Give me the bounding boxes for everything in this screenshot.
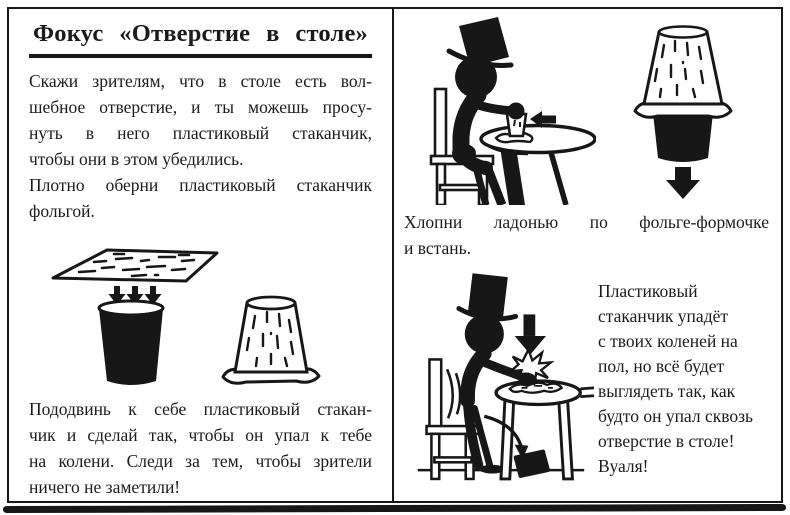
text-line: чик и сделай так, чтобы он упал к тебе [29, 424, 372, 445]
hat-brim [446, 48, 514, 68]
page-bottom-edge [2, 503, 787, 514]
intro-paragraph: Скажи зрителям, что в столе есть вол- ше… [29, 68, 372, 224]
text-line: Пододвинь к себе пластиковый стакан- [29, 398, 372, 419]
cup-falling-through-illustration [633, 25, 733, 199]
text-line: отверстие в столе! [598, 431, 735, 451]
flattened-foil [508, 381, 564, 394]
title-rule [29, 54, 372, 58]
text-line: выглядеть так, как [598, 381, 736, 401]
text-line: шебное отверстие, и ты можешь просу- [29, 96, 372, 117]
foil-sheet [51, 248, 219, 282]
left-panel: Фокус «Отверстие в столе» Скажи зрителям… [9, 9, 394, 501]
text-line: Скажи зрителям, что в столе есть вол- [29, 70, 372, 91]
seated-magician-illustration [429, 17, 596, 205]
foil-cup-shell [642, 25, 724, 106]
text-line: фольгой. [29, 200, 95, 221]
text-line: Пластиковый [598, 281, 698, 301]
step3-illustrations [404, 15, 769, 207]
text-line: будто он упал сквозь [598, 406, 754, 426]
foil-cup [221, 295, 321, 385]
text-line: с твоих коленей на [598, 331, 738, 351]
comic-frame: Фокус «Отверстие в столе» Скажи зрителям… [7, 7, 783, 503]
magician-figure [446, 17, 517, 205]
hand [507, 102, 525, 120]
step2-paragraph: Пододвинь к себе пластиковый стакан- чик… [29, 396, 372, 500]
left-arrow-icon [530, 111, 556, 128]
text-line: стаканчик упадёт [598, 306, 729, 326]
text-line: и встань. [404, 238, 472, 258]
right-panel: Хлопни ладонью по фольге-формочке и вста… [394, 9, 781, 501]
foil-cup-on-table [494, 112, 534, 144]
text-line: пол, но всё будет [598, 356, 725, 376]
hat-brim [456, 306, 519, 322]
foil-wrap-illustration [51, 248, 321, 385]
text-line: чтобы они в этом убедились. [29, 148, 244, 169]
text-line: Хлопни ладонью по фольге-формочке [404, 212, 769, 232]
step3-paragraph: Хлопни ладонью по фольге-формочке и вста… [404, 209, 769, 261]
motion-lines [445, 368, 462, 419]
finale-section: Пластиковый стаканчик упадёт с твоих кол… [404, 267, 769, 495]
down-arrow-icon [514, 314, 547, 355]
trick-title: Фокус «Отверстие в столе» [33, 20, 368, 47]
top-hat [459, 17, 509, 67]
curved-fall-arrow-icon [483, 414, 529, 460]
text-line: ничего не заметили! [29, 476, 181, 497]
down-arrow-icon [666, 167, 700, 199]
hand [517, 372, 538, 386]
finale-text: Пластиковый стаканчик упадёт с твоих кол… [598, 267, 769, 495]
down-arrows-icon [108, 285, 162, 305]
fallen-cup [513, 449, 550, 478]
plastic-cup [97, 299, 165, 385]
magician-figure [456, 273, 527, 474]
text-line: Плотно оберни пластиковый стаканчик [29, 174, 372, 195]
text-line: нуть в него пластиковый стаканчик, [29, 122, 372, 143]
text-line: на колени. Следи за тем, чтобы зрители [29, 450, 372, 471]
text-line: Вуаля! [598, 456, 649, 476]
slap-table-illustration [417, 273, 594, 481]
round-table [479, 123, 596, 205]
falling-plastic-cup [653, 113, 713, 162]
top-hat [467, 273, 508, 319]
